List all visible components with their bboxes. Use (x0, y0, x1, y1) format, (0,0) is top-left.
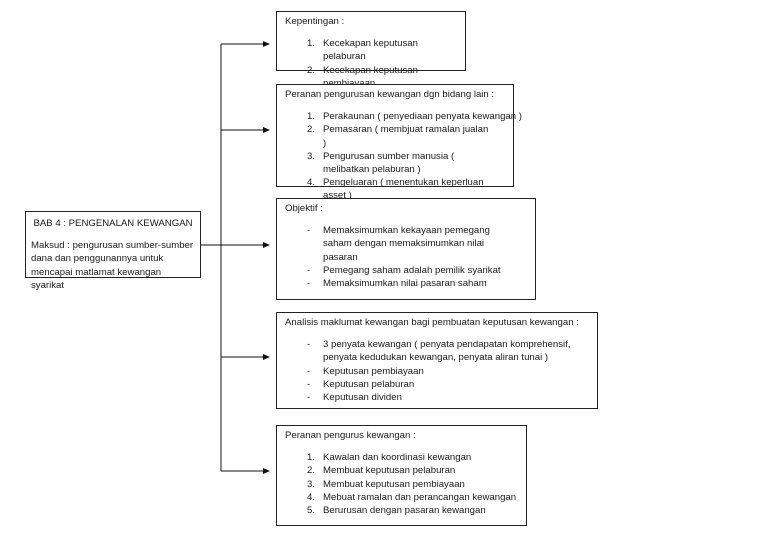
list-marker: - (307, 225, 311, 237)
list-item-text: Kawalan dan koordinasi kewangan (323, 452, 472, 464)
list-marker: 2. (307, 64, 316, 76)
list-item-text: Keputusan pelaburan (323, 378, 415, 390)
list-item-text: Membuat keputusan pelaburan (323, 465, 456, 477)
list-item: -Memaksimumkan kekayaan pemegang saham d… (285, 224, 507, 264)
box-kepentingan-heading: Kepentingan : (285, 16, 345, 27)
list-item-text: Pengurusan sumber manusia ( melibatkan p… (323, 150, 455, 176)
box-pengurus-heading: Peranan pengurus kewangan : (285, 430, 416, 441)
list-item: 2. Pemasaran ( membjuat ramalan jualan ) (285, 123, 490, 149)
box-kepentingan: Kepentingan : 1. Kecekapan keputusan pela… (276, 11, 466, 89)
box-objektif: Objektif : -Memaksimumkan kekayaan pemeg… (276, 198, 536, 300)
list-item-text: Memaksimumkan nilai pasaran saham (323, 278, 487, 290)
list-marker: - (307, 278, 311, 290)
box-analisis: Analisis maklumat kewangan bagi pembuata… (276, 312, 598, 409)
list-marker: - (307, 378, 311, 390)
list-item: 3. Pengurusan sumber manusia ( melibatkan… (285, 150, 490, 176)
list-marker: 3. (307, 478, 316, 490)
box-pengurus: Peranan pengurus kewangan : 1. Kawalan da… (276, 425, 527, 526)
list-item-text: Memaksimumkan kekayaan pemegang saham de… (323, 225, 490, 263)
main-topic-title: BAB 4 : PENGENALAN KEWANGAN (33, 218, 193, 229)
list-marker: 1. (307, 452, 316, 464)
list-marker: 3. (307, 150, 316, 162)
box-bidang-lain-heading: Peranan pengurusan kewangan dgn bidang l… (285, 89, 495, 100)
box-pengurus-list: 1. Kawalan dan koordinasi kewangan 2. Memb… (285, 451, 518, 517)
list-item: 1. Kawalan dan koordinasi kewangan (285, 451, 518, 464)
list-item: 3. Membuat keputusan pembiayaan (285, 478, 518, 491)
list-item-text: Keputusan pembiayaan (323, 365, 424, 377)
list-item: 1. Perakaunan ( penyediaan penyata kewang… (285, 110, 522, 123)
main-topic-box: BAB 4 : PENGENALAN KEWANGAN Maksud : pen… (25, 211, 201, 291)
list-item: -Pemegang saham adalah pemilik syarikat (285, 264, 507, 277)
list-item-text: Pengeluaran ( menentukan keperluan asset… (323, 177, 484, 202)
box-analisis-list: -3 penyata kewangan ( penyata pendapatan… (285, 338, 585, 404)
list-item: -Keputusan pelaburan (285, 378, 585, 391)
list-item: 2. Membuat keputusan pelaburan (285, 464, 518, 477)
list-item-text: Kecekapan keputusan pelaburan (323, 38, 418, 63)
list-item-text: Pemegang saham adalah pemilik syarikat (323, 264, 501, 276)
list-item-text: Mebuat ramalan dan perancangan kewangan (323, 491, 517, 503)
list-marker: 5. (307, 505, 316, 517)
main-topic-description: Maksud : pengurusan sumber-sumber dana d… (31, 240, 194, 291)
list-marker: - (307, 392, 311, 404)
list-marker: 1. (307, 38, 316, 50)
box-bidang-lain-list: 1. Perakaunan ( penyediaan penyata kewang… (285, 110, 522, 202)
list-item: -Keputusan pembiayaan (285, 365, 585, 378)
list-marker: 2. (307, 465, 316, 477)
list-marker: - (307, 365, 311, 377)
box-analisis-heading: Analisis maklumat kewangan bagi pembuata… (285, 317, 579, 328)
list-item-text: Berurusan dengan pasaran kewangan (323, 505, 486, 517)
list-item: 5. Berurusan dengan pasaran kewangan (285, 504, 518, 517)
list-marker: - (307, 339, 311, 351)
list-item-text: Perakaunan ( penyediaan penyata kewangan… (323, 111, 522, 123)
list-item-text: Kecekapan keputusan pembiayaan (323, 64, 418, 89)
box-kepentingan-list: 1. Kecekapan keputusan pelaburan 2. Keceka… (285, 37, 457, 90)
list-marker: 4. (307, 491, 316, 503)
box-bidang-lain: Peranan pengurusan kewangan dgn bidang l… (276, 84, 522, 201)
list-item-text: 3 penyata kewangan ( penyata pendapatan … (323, 339, 571, 364)
list-item: 1. Kecekapan keputusan pelaburan (285, 37, 457, 63)
list-item: -Memaksimumkan nilai pasaran saham (285, 277, 507, 290)
list-item-text: Membuat keputusan pembiayaan (323, 478, 465, 490)
list-item-text: Pemasaran ( membjuat ramalan jualan ) (323, 124, 489, 149)
box-objektif-list: -Memaksimumkan kekayaan pemegang saham d… (285, 224, 507, 290)
list-marker: - (307, 264, 311, 276)
box-objektif-heading: Objektif : (285, 203, 323, 214)
list-item: 4. Mebuat ramalan dan perancangan kewanga… (285, 491, 518, 504)
list-marker: 1. (307, 111, 316, 123)
list-marker: 2. (307, 124, 316, 136)
list-marker: 4. (307, 177, 316, 189)
list-item: 2. Kecekapan keputusan pembiayaan (285, 64, 457, 90)
list-item-text: Keputusan dividen (323, 392, 402, 404)
list-item: 4. Pengeluaran ( menentukan keperluan ass… (285, 176, 490, 202)
list-item: -3 penyata kewangan ( penyata pendapatan… (285, 338, 585, 364)
list-item: -Keputusan dividen (285, 391, 585, 404)
